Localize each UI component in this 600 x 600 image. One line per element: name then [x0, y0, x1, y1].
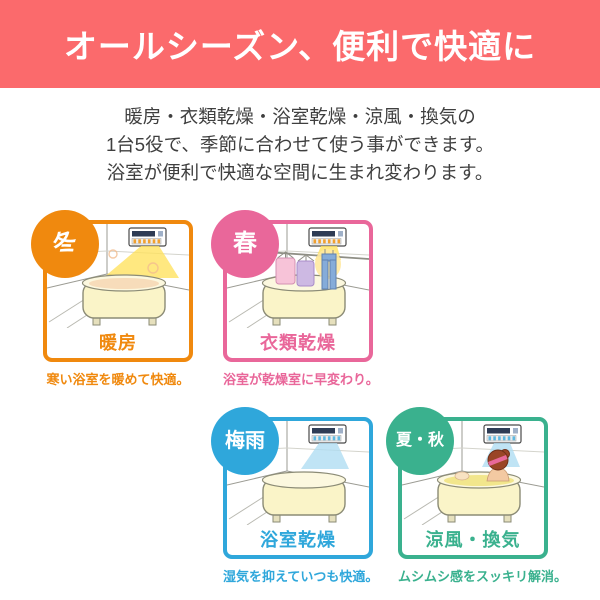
card-caption: 湿気を抑えていつも快適。 — [223, 569, 379, 584]
steam-puff — [108, 249, 118, 259]
intro-line: 1台5役で、季節に合わせて使う事ができます。 — [106, 134, 494, 155]
season-card-winter: 冬 暖房 寒い浴室を暖めて快適。 — [31, 210, 193, 388]
card-frame: 夏・秋 涼風・換気 — [386, 407, 548, 559]
heater-vent-slat — [323, 239, 326, 244]
season-badge-label: 冬 — [49, 226, 81, 261]
heater-vent-slat — [332, 436, 336, 441]
heater-vent — [131, 238, 162, 245]
heater-vent-slat — [147, 239, 151, 244]
season-card-spring: 春 衣類乾燥 浴室が乾燥室に早変わり。 — [211, 210, 379, 388]
jeans — [329, 259, 337, 290]
heater-vent-slat — [498, 436, 501, 441]
heater-display — [158, 231, 163, 237]
heater-vent — [311, 238, 342, 245]
heater-vent-slat — [323, 436, 326, 441]
heater-vent-slat — [157, 239, 161, 244]
season-card-rainy: 梅雨 浴室乾燥 湿気を抑えていつも快適。 — [211, 407, 379, 585]
heater-vent-slat — [318, 436, 321, 441]
season-card-summer-autumn: 夏・秋 涼風・換気 ムシムシ感をスッキリ解消。 — [386, 407, 568, 585]
bather-knee — [454, 471, 470, 481]
jeans — [321, 253, 337, 262]
intro-text: 暖房・衣類乾燥・浴室乾燥・涼風・換気の 1台5役で、季節に合わせて使う事ができま… — [0, 103, 600, 187]
heater-display — [487, 428, 510, 434]
heater-display — [312, 428, 335, 434]
heater-vent-slat — [313, 239, 317, 244]
season-badge-label: 春 — [233, 230, 257, 257]
season-badge: 春 — [211, 210, 279, 278]
card-caption: ムシムシ感をスッキリ解消。 — [398, 569, 568, 584]
bath-water — [89, 278, 159, 289]
intro-line: 暖房・衣類乾燥・浴室乾燥・涼風・換気の — [124, 106, 476, 127]
heater-vent-slat — [488, 436, 492, 441]
heater-vent-slat — [512, 436, 516, 441]
air-cone — [301, 443, 349, 469]
heater-display — [312, 231, 335, 237]
heater-vent-slat — [337, 239, 341, 244]
season-badge: 冬 — [31, 210, 99, 278]
heater-vent-slat — [493, 436, 496, 441]
card-caption: 寒い浴室を暖めて快適。 — [46, 372, 190, 387]
shirt-pink — [275, 257, 296, 285]
banner-title: オールシーズン、便利で快適に — [63, 28, 537, 65]
season-badge: 梅雨 — [211, 407, 279, 475]
heater-vent-slat — [313, 436, 317, 441]
heater-vent — [311, 435, 342, 442]
air-cone — [103, 246, 179, 278]
heater-display — [338, 428, 343, 434]
heater-vent-slat — [327, 239, 331, 244]
heater-vent-slat — [327, 436, 331, 441]
jeans — [321, 259, 329, 290]
card-frame: 春 衣類乾燥 — [211, 210, 373, 362]
banner: オールシーズン、便利で快適に — [0, 0, 600, 88]
heater-vent-slat — [337, 436, 341, 441]
heater-vent-slat — [143, 239, 146, 244]
intro-line: 浴室が便利で快適な空間に生まれ変わります。 — [106, 162, 494, 183]
function-label: 浴室乾燥 — [260, 530, 336, 550]
steam-puff — [147, 262, 159, 274]
function-label: 涼風・換気 — [425, 530, 521, 550]
hanger — [277, 251, 294, 259]
heater-display — [513, 428, 518, 434]
heater-display — [338, 231, 343, 237]
card-frame: 梅雨 浴室乾燥 — [211, 407, 373, 559]
heater-vent-slat — [138, 239, 141, 244]
card-caption: 浴室が乾燥室に早変わり。 — [223, 372, 379, 387]
heater-vent-slat — [318, 239, 321, 244]
heater-display — [132, 231, 155, 237]
heater-vent-slat — [133, 239, 137, 244]
heater-vent-slat — [507, 436, 511, 441]
season-badge-label: 梅雨 — [225, 430, 265, 452]
season-badge: 夏・秋 — [386, 407, 454, 475]
hanger — [297, 254, 315, 262]
heater-vent-slat — [332, 239, 336, 244]
heater-vent-slat — [152, 239, 156, 244]
function-label: 暖房 — [99, 333, 137, 353]
season-badge-label: 夏・秋 — [395, 432, 444, 449]
card-frame: 冬 暖房 — [31, 210, 193, 362]
bathtub-rim — [261, 471, 347, 489]
shirt-lavender — [296, 260, 315, 287]
bather-headband — [488, 455, 508, 466]
heater-vent — [486, 435, 517, 442]
heater-vent-slat — [502, 436, 506, 441]
function-label: 衣類乾燥 — [260, 333, 336, 353]
